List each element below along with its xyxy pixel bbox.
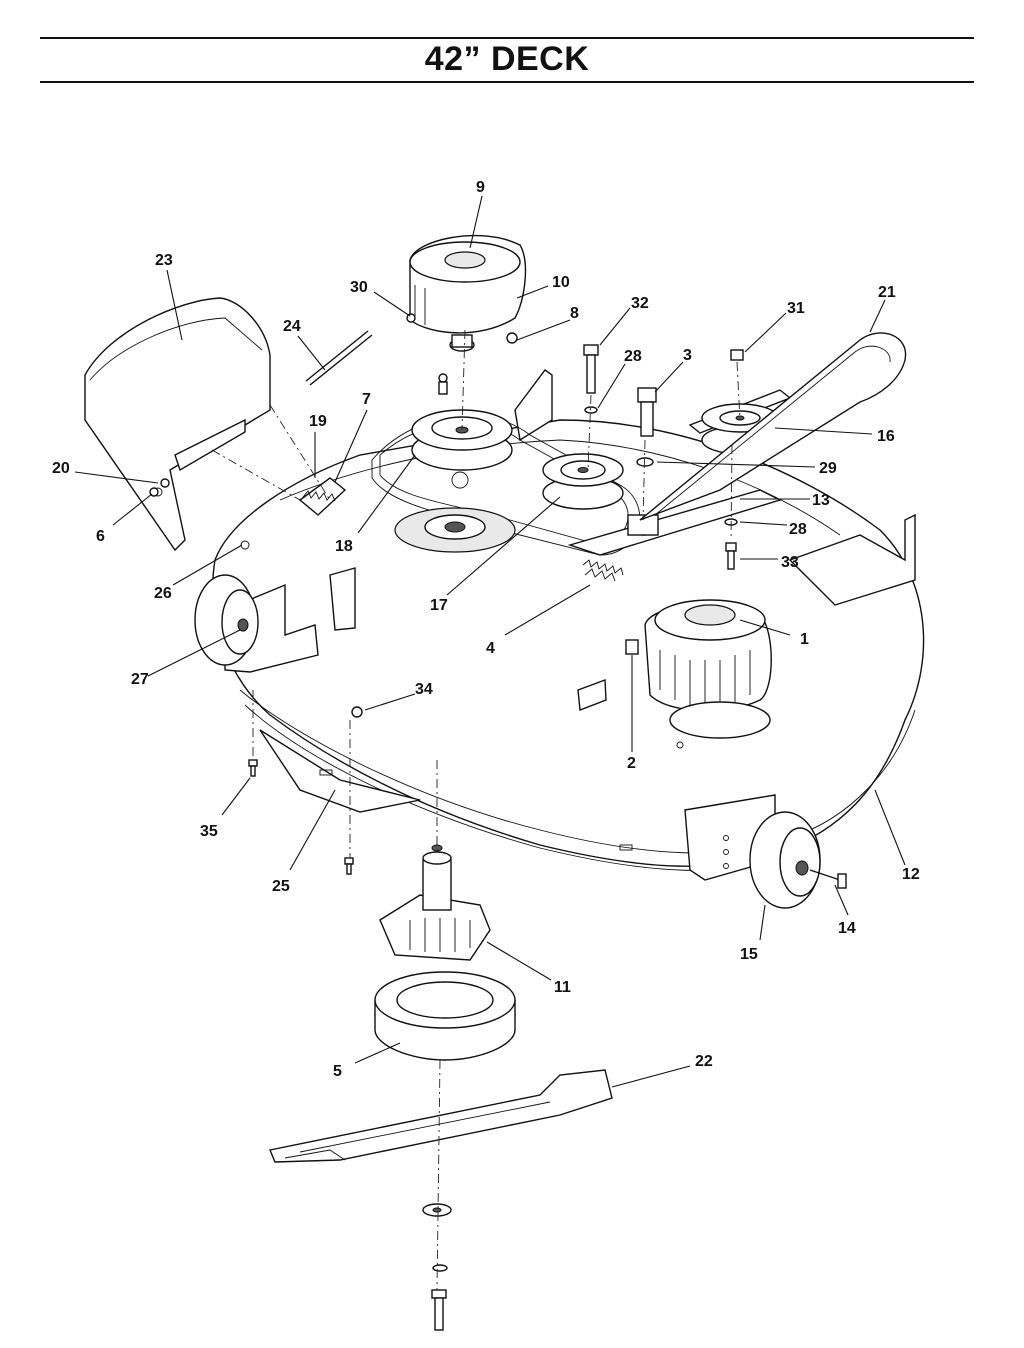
deck-shell: [212, 369, 925, 881]
wheel-right: [749, 811, 847, 909]
callout-33: 33: [781, 554, 799, 571]
page-title: 42” DECK: [424, 40, 590, 78]
callout-14: 14: [838, 920, 856, 937]
callout-28-top: 28: [624, 348, 642, 365]
callout-3: 3: [683, 347, 692, 364]
callout-19: 19: [309, 413, 327, 430]
callout-7: 7: [362, 391, 371, 408]
blade-hardware: [422, 1203, 452, 1331]
discharge-chute: [84, 297, 271, 552]
callout-6: 6: [96, 528, 105, 545]
callout-22: 22: [695, 1053, 713, 1070]
callout-13: 13: [812, 492, 830, 509]
callout-31: 31: [787, 300, 805, 317]
callout-9: 9: [476, 179, 485, 196]
callout-15: 15: [740, 946, 758, 963]
hardware: [149, 313, 744, 875]
bottom-rule: [40, 81, 974, 83]
blade-ring: [374, 971, 516, 1061]
callout-26: 26: [154, 585, 172, 602]
callout-5: 5: [333, 1063, 342, 1080]
belt-21: [639, 332, 907, 521]
callout-17: 17: [430, 597, 448, 614]
callout-34: 34: [415, 681, 433, 698]
callout-23: 23: [155, 252, 173, 269]
callout-29: 29: [819, 460, 837, 477]
callout-18: 18: [335, 538, 353, 555]
center-lines: [211, 329, 741, 1291]
callout-4: 4: [486, 640, 495, 657]
spring-4: [582, 559, 624, 582]
callouts: 1 2 3 4 5 6 7 8 9 10 11 12 13 14 15 16 1: [52, 179, 920, 1088]
callout-25: 25: [272, 878, 290, 895]
idler-pulley-17: [542, 453, 624, 510]
callout-24: 24: [283, 318, 301, 335]
top-rule: [40, 37, 974, 39]
spring-19: [298, 477, 347, 516]
callout-20: 20: [52, 460, 70, 477]
callout-11: 11: [554, 979, 571, 996]
callout-35: 35: [200, 823, 218, 840]
callout-27: 27: [131, 671, 149, 688]
callout-8: 8: [570, 305, 579, 322]
callout-1: 1: [800, 631, 809, 648]
spindle-housing: [379, 844, 491, 961]
deck-pulley-lower: [394, 507, 516, 553]
callout-30: 30: [350, 279, 368, 296]
spindle-guard-9: [409, 234, 527, 352]
spindle-guard-1: [644, 599, 772, 739]
callout-21: 21: [878, 284, 896, 301]
wheel-left: [194, 574, 259, 666]
callout-32: 32: [631, 295, 649, 312]
drive-pulley: [411, 409, 513, 471]
callout-16: 16: [877, 428, 895, 445]
callout-10: 10: [552, 274, 570, 291]
mower-blade: [269, 1069, 613, 1163]
callout-12: 12: [902, 866, 920, 883]
callout-28-right: 28: [789, 521, 807, 538]
chute-rod: [305, 330, 373, 386]
callout-2: 2: [627, 755, 636, 772]
